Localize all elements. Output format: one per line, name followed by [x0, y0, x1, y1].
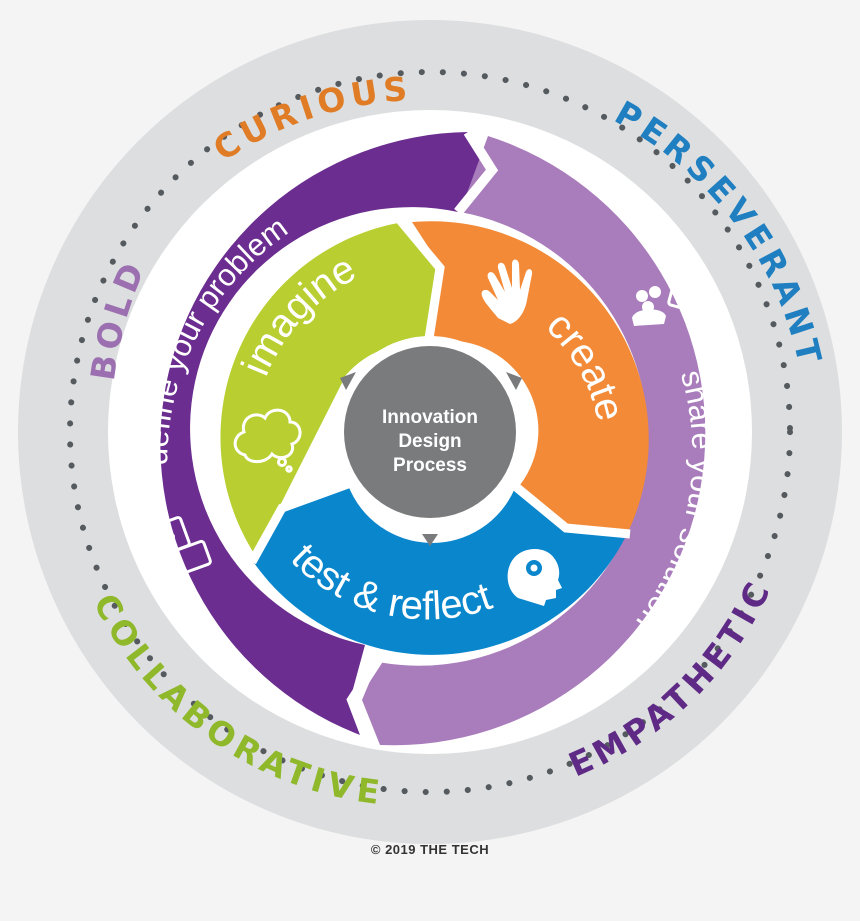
head-gear-icon: [507, 549, 562, 606]
center-title-3: Process: [393, 455, 467, 476]
center-pointer-bottom: [422, 534, 438, 546]
imagine-segment: [220, 222, 440, 555]
center-title-1: Innovation: [382, 407, 478, 428]
center-pointer-left: [340, 372, 356, 390]
center-circle: [344, 346, 516, 518]
center-pointer-right: [506, 372, 522, 390]
dotted-ring: [67, 69, 793, 795]
center-title-2: Design: [398, 431, 461, 452]
outer-divider-top: [454, 129, 499, 216]
outer-divider-bottom: [346, 657, 383, 744]
define-arrow: [160, 132, 490, 738]
inner-divider-top: [396, 217, 445, 346]
copyright-text: © 2019 THE TECH: [370, 842, 490, 857]
inner-divider-right: [512, 482, 631, 539]
create-segment: [412, 221, 649, 533]
group-chat-icon: [632, 286, 699, 326]
hand-icon: [481, 259, 533, 324]
inner-divider-left: [248, 479, 350, 565]
test-segment: [252, 485, 625, 655]
thought-cloud-icon: [233, 408, 302, 473]
share-arrow: [362, 136, 706, 746]
